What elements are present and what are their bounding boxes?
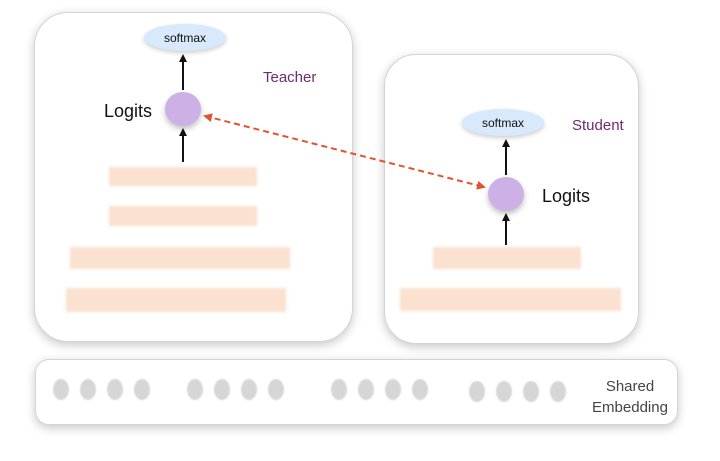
token-dot: [80, 379, 96, 400]
teacher-softmax: softmax: [144, 24, 226, 51]
shared-embedding-label: Shared Embedding: [592, 378, 668, 416]
token-dot: [268, 379, 284, 400]
distillation-link: [203, 113, 486, 190]
token-dot: [134, 379, 150, 400]
token-group-2: [187, 379, 297, 400]
teacher-layer-4: [66, 288, 286, 312]
student-logit-node: [488, 177, 524, 211]
token-group-4: [469, 381, 579, 402]
student-layer-1: [433, 247, 581, 269]
shared-embedding-panel: [35, 359, 678, 425]
token-dot: [214, 379, 230, 400]
token-dot: [550, 381, 566, 402]
teacher-title: Teacher: [263, 69, 317, 86]
student-title: Student: [572, 117, 624, 134]
token-group-3: [331, 379, 441, 400]
token-dot: [412, 379, 428, 400]
teacher-layer-2: [109, 206, 257, 226]
token-dot: [107, 379, 123, 400]
token-dot: [496, 381, 512, 402]
token-dot: [469, 381, 485, 402]
token-dot: [523, 381, 539, 402]
teacher-layer-3: [70, 247, 290, 269]
token-dot: [385, 379, 401, 400]
student-logits-label: Logits: [542, 186, 591, 206]
teacher-logits-label: Logits: [104, 101, 153, 121]
student-layer-2: [400, 288, 621, 311]
token-dot: [331, 379, 347, 400]
token-group-1: [53, 379, 163, 400]
token-dot: [187, 379, 203, 400]
token-dot: [358, 379, 374, 400]
token-dot: [53, 379, 69, 400]
token-dot: [241, 379, 257, 400]
teacher-logit-node: [165, 92, 201, 126]
